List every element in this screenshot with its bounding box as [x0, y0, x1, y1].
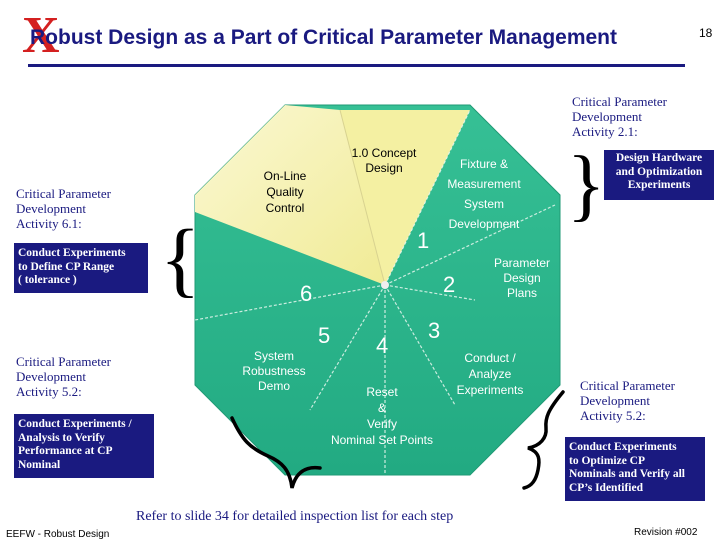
activity-52-left-detail: Conduct Experiments / Analysis to Verify… [18, 418, 132, 471]
activity-52-right-heading: Critical Parameter Development Activity … [580, 378, 675, 423]
segment-number-2: 2 [443, 272, 456, 297]
brace-right-21: } [567, 141, 606, 229]
segment-3-label: Conduct / Analyze Experiments [456, 351, 524, 397]
page-number: 18 [699, 26, 713, 40]
segment-dividers [194, 109, 556, 475]
activity-21-detail: Design Hardware and Optimization Experim… [615, 152, 703, 191]
segment-number-3: 3 [428, 318, 441, 343]
activity-61-detail: Conduct Experiments to Define CP Range (… [18, 247, 126, 286]
parameter-design-plans-label: Parameter Design Plans [493, 256, 551, 300]
activity-21-detail-box [604, 150, 714, 200]
logo-x: X [22, 7, 60, 64]
activity-52-left-detail-box [14, 414, 154, 478]
activity-52-right-detail: Conduct Experiments to Optimize CP Nomin… [569, 441, 685, 494]
activity-61-detail-box [14, 243, 148, 293]
segment-number-5: 5 [318, 323, 331, 348]
segment-number-6: 6 [300, 281, 313, 306]
segment-concept-design[interactable] [340, 110, 470, 285]
segment-2-label: Fixture & Measurement System Development [447, 157, 521, 231]
segment-online-quality-control[interactable] [195, 105, 385, 285]
activity-52-left-heading: Critical Parameter Development Activity … [16, 354, 111, 399]
segment-5-label: System Robustness Demo [242, 349, 306, 393]
segment-6-label: On-Line Quality Control [263, 169, 307, 215]
slide-title: Robust Design as a Part of Critical Para… [30, 26, 618, 49]
segment-number-1: 1 [417, 228, 430, 253]
footer-revision: Revision #002 [634, 527, 698, 538]
segment-number-4: 4 [376, 333, 389, 358]
footer-note: Refer to slide 34 for detailed inspectio… [136, 509, 454, 524]
brace-bottom-left-curve [230, 416, 322, 489]
segment-4-label: Reset & Verify Nominal Set Points [330, 385, 434, 447]
activity-21-heading: Critical Parameter Development Activity … [572, 94, 667, 139]
segment-1-label: 1.0 Concept Design [351, 146, 417, 175]
activity-61-heading: Critical Parameter Development Activity … [16, 186, 111, 231]
title-underline [28, 64, 685, 67]
activity-52-right-detail-box [565, 437, 705, 501]
footer-course-name: EEFW - Robust Design [6, 529, 110, 540]
brace-left-61: { [160, 213, 201, 306]
center-point [381, 281, 389, 289]
brace-bottom-right-curve [522, 390, 565, 490]
yellow-divider [339, 109, 386, 286]
